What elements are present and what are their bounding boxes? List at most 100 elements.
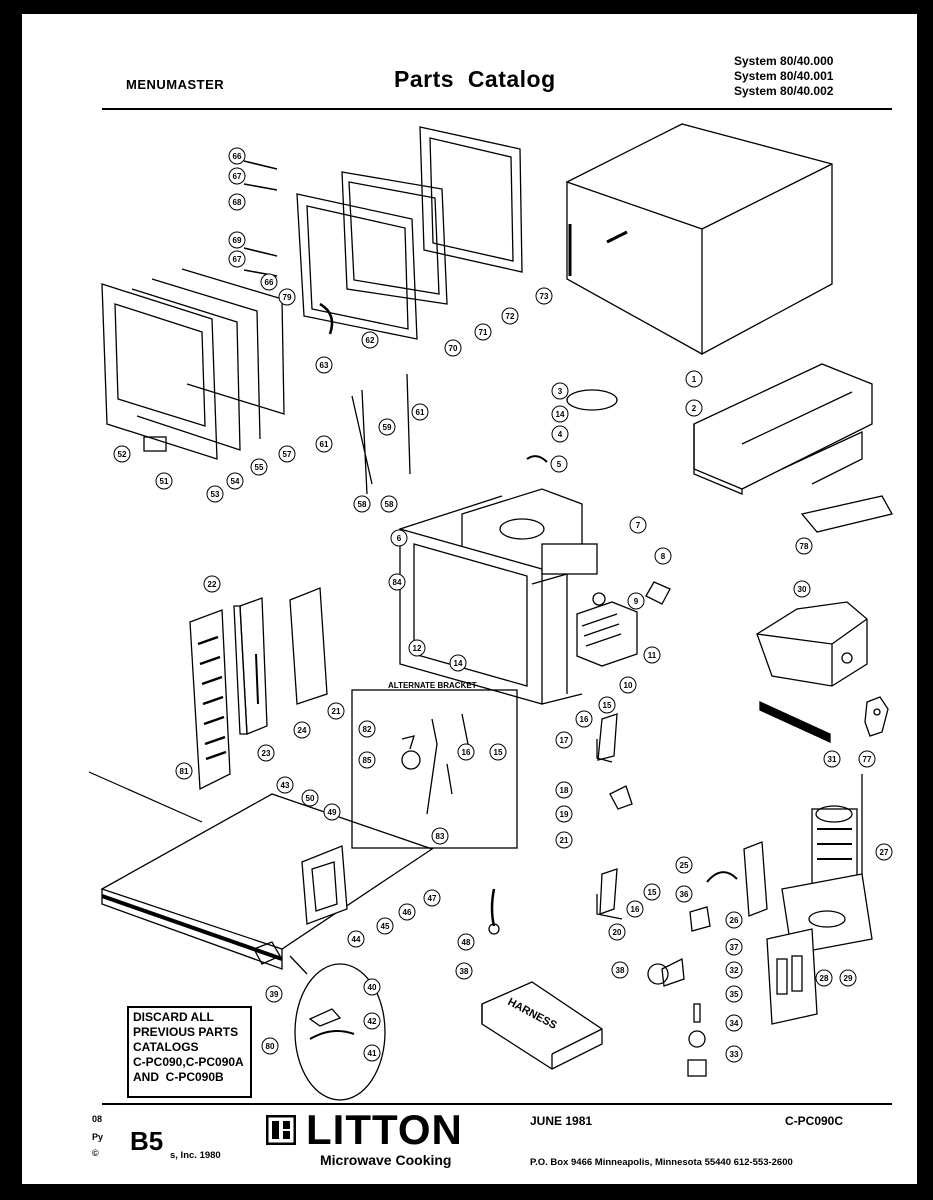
- callout-29: 28: [815, 969, 833, 987]
- svg-text:67: 67: [233, 172, 242, 181]
- discard-line-2: PREVIOUS PARTS: [133, 1025, 239, 1039]
- callout-46: 44: [347, 930, 365, 948]
- svg-text:26: 26: [730, 916, 739, 925]
- exploded-parts-diagram: 66 67 68 69 67 66 79 63 62 70 71 72 73 1…: [88, 123, 893, 1101]
- callout-8: 8: [654, 547, 672, 565]
- svg-text:21: 21: [560, 836, 569, 845]
- callout-56: 54: [226, 472, 244, 490]
- svg-text:8: 8: [661, 552, 666, 561]
- svg-text:29: 29: [844, 974, 853, 983]
- callout-51: 49: [323, 803, 341, 821]
- svg-text:63: 63: [320, 361, 329, 370]
- svg-text:52: 52: [118, 450, 127, 459]
- svg-text:24: 24: [298, 726, 307, 735]
- svg-text:42: 42: [368, 1017, 377, 1026]
- discard-line-4: C-PC090,C-PC090A: [133, 1055, 244, 1069]
- svg-text:73: 73: [540, 292, 549, 301]
- callout-60: 58: [380, 495, 398, 513]
- svg-text:20: 20: [613, 928, 622, 937]
- callout-14b: 14: [449, 654, 467, 672]
- callout-48: 46: [398, 903, 416, 921]
- callout-26: 25: [675, 856, 693, 874]
- callout-20: 20: [608, 923, 626, 941]
- callout-15b: 15: [598, 696, 616, 714]
- svg-text:10: 10: [624, 681, 633, 690]
- bracket-75-drawing: [864, 696, 889, 737]
- callout-58a: 57: [278, 445, 296, 463]
- detail-ellipse: [294, 963, 386, 1101]
- callout-16a: 16: [457, 743, 475, 761]
- svg-text:32: 32: [730, 966, 739, 975]
- plate-76-drawing: [800, 495, 893, 533]
- edge-mark-1: 08: [92, 1114, 103, 1124]
- alternate-bracket-label: ALTERNATE BRACKET: [388, 681, 477, 690]
- svg-text:16: 16: [580, 715, 589, 724]
- callout-79: 81: [175, 762, 193, 780]
- callout-25: 24: [293, 721, 311, 739]
- callout-6: 6: [390, 529, 408, 547]
- magnetron-drawing: [576, 601, 638, 667]
- callout-5: 5: [550, 455, 568, 473]
- callout-69: 69: [228, 231, 246, 249]
- callout-64: 62: [361, 331, 379, 349]
- svg-text:45: 45: [381, 922, 390, 931]
- callout-11: 11: [643, 646, 661, 664]
- callout-4: 4: [551, 425, 569, 443]
- callout-59: 58: [353, 495, 371, 513]
- callout-28: 27: [875, 843, 893, 861]
- callout-30: 29: [839, 969, 857, 987]
- svg-text:14: 14: [454, 659, 463, 668]
- callout-81: 83: [431, 827, 449, 845]
- system-number-2: System 80/40.001: [734, 69, 834, 83]
- svg-text:62: 62: [366, 336, 375, 345]
- svg-text:9: 9: [634, 597, 639, 606]
- callout-24: 23: [257, 744, 275, 762]
- callout-82: 84: [388, 573, 406, 591]
- svg-text:38: 38: [460, 967, 469, 976]
- door-frame-drawing: [296, 126, 523, 340]
- blower-housing-drawing: [756, 601, 868, 687]
- callout-39: 38: [611, 961, 629, 979]
- svg-text:46: 46: [403, 908, 412, 917]
- callout-36: 35: [725, 985, 743, 1003]
- svg-text:40: 40: [368, 983, 377, 992]
- svg-text:23: 23: [262, 749, 271, 758]
- svg-text:81: 81: [180, 767, 189, 776]
- callout-57: 55: [250, 458, 268, 476]
- callout-19: 19: [555, 805, 573, 823]
- blower-motor-drawing: [766, 774, 873, 1025]
- svg-text:61: 61: [320, 440, 329, 449]
- callout-12: 12: [408, 639, 426, 657]
- svg-text:37: 37: [730, 943, 739, 952]
- callout-77: 79: [278, 288, 296, 306]
- svg-text:12: 12: [413, 644, 422, 653]
- callout-62: 61: [315, 435, 333, 453]
- svg-text:80: 80: [266, 1042, 275, 1051]
- svg-text:2: 2: [692, 404, 697, 413]
- callout-40: 38: [455, 962, 473, 980]
- copyright-fragment: s, Inc. 1980: [170, 1150, 221, 1161]
- callout-16b: 16: [575, 710, 593, 728]
- brand-name: MENUMASTER: [126, 77, 225, 92]
- callout-53: 51: [155, 472, 173, 490]
- svg-text:15: 15: [648, 888, 657, 897]
- callout-66a: 66: [228, 147, 246, 165]
- callout-15c: 15: [643, 883, 661, 901]
- callout-23: 22: [203, 575, 221, 593]
- svg-text:33: 33: [730, 1050, 739, 1059]
- svg-text:21: 21: [332, 707, 341, 716]
- discard-notice: DISCARD ALL PREVIOUS PARTS CATALOGS C-PC…: [127, 1006, 252, 1098]
- svg-text:66: 66: [265, 278, 274, 287]
- catalog-date: JUNE 1981: [530, 1114, 593, 1128]
- svg-text:84: 84: [393, 578, 402, 587]
- svg-text:25: 25: [680, 861, 689, 870]
- svg-text:66: 66: [233, 152, 242, 161]
- callout-75: 77: [858, 750, 876, 768]
- callout-2: 2: [685, 399, 703, 417]
- svg-text:53: 53: [211, 490, 220, 499]
- oven-cavity-drawing: [399, 488, 598, 705]
- callout-33: 32: [725, 961, 743, 979]
- callout-70: 70: [444, 339, 462, 357]
- page-title: Parts Catalog: [394, 66, 556, 92]
- outer-cabinet-drawing: [565, 123, 833, 356]
